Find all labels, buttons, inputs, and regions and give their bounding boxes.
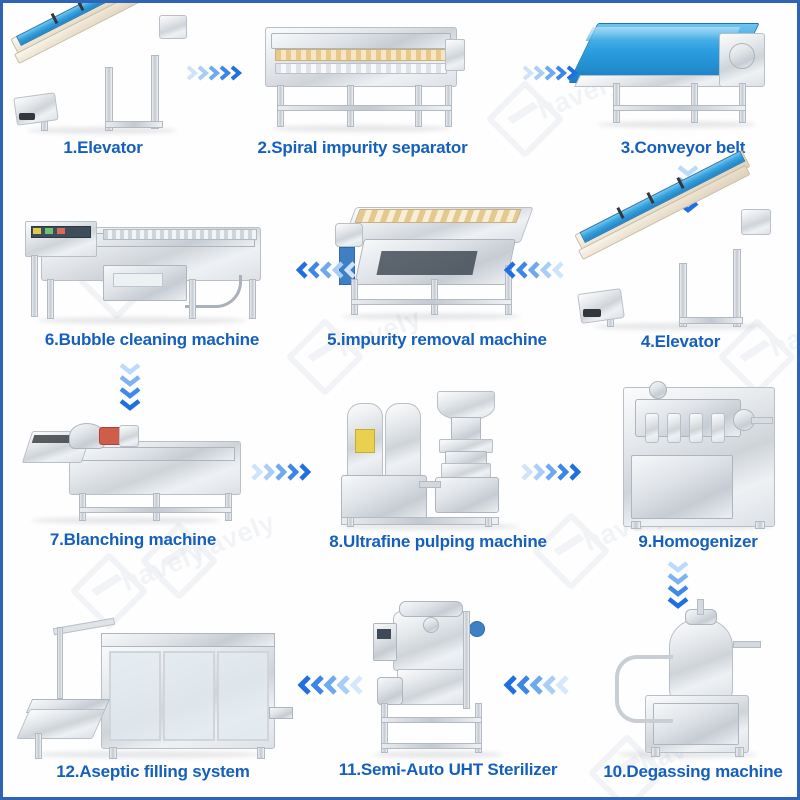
step-label-5: 5.impurity removal machine	[327, 330, 547, 349]
arrow-9-to-10	[663, 559, 693, 615]
machine-image-homogenizer	[603, 371, 793, 553]
step-label-1: 1.Elevator	[63, 138, 143, 157]
machine-image-inclined-belt-elevator	[10, 3, 193, 159]
chevron-left-icon	[295, 261, 356, 279]
chevron-right-icon	[522, 65, 579, 81]
step-label-2: 2.Spiral impurity separator	[257, 138, 468, 157]
step-label-7: 7.Blanching machine	[49, 530, 217, 549]
machine-image-spiral-impurity-separator	[255, 9, 470, 159]
step-label-3: 3.Conveyor belt	[620, 138, 746, 157]
machine-image-bubble-cleaning-machine	[17, 203, 287, 353]
step-card-9[interactable]: 9.Homogenizer	[603, 371, 793, 553]
step-card-2[interactable]: 2.Spiral impurity separator	[255, 9, 470, 159]
chevron-left-icon	[297, 675, 363, 695]
chevron-down-icon	[119, 363, 141, 411]
arrow-2-to-3	[521, 61, 583, 85]
chevron-right-icon	[251, 463, 312, 481]
step-label-12: 12.Aseptic filling system	[56, 762, 250, 781]
step-card-5[interactable]: 5.impurity removal machine	[321, 195, 553, 353]
machine-image-flat-conveyor-belt	[568, 9, 793, 159]
arrow-11-to-12	[297, 671, 371, 699]
step-label-9: 9.Homogenizer	[638, 532, 758, 551]
step-card-3[interactable]: 3.Conveyor belt	[568, 9, 793, 159]
step-label-6: 6.Bubble cleaning machine	[44, 330, 260, 349]
step-card-8[interactable]: 8.Ultrafine pulping machine	[313, 381, 563, 553]
machine-image-blanching-machine	[13, 401, 253, 553]
chevron-right-icon	[186, 65, 243, 81]
step-card-10[interactable]: 10.Degassing machine	[593, 595, 793, 783]
arrow-8-to-9	[519, 459, 589, 485]
step-label-11: 11.Semi-Auto UHT Sterilizer	[338, 760, 558, 779]
machine-image-aseptic-filling-system	[13, 603, 293, 783]
chevron-right-icon	[521, 463, 582, 481]
step-label-10: 10.Degassing machine	[603, 762, 783, 781]
machine-image-inclined-belt-elevator	[573, 149, 788, 353]
arrow-6-to-7	[115, 361, 145, 417]
chevron-left-icon	[503, 675, 569, 695]
machine-image-ultrafine-pulping-machine	[313, 381, 563, 553]
arrow-7-to-8	[249, 459, 319, 485]
machine-image-impurity-removal-machine	[321, 195, 553, 353]
step-card-7[interactable]: 7.Blanching machine	[13, 401, 253, 553]
step-card-4[interactable]: 4.Elevator	[573, 149, 788, 353]
step-label-4: 4.Elevator	[640, 332, 721, 351]
step-label-8: 8.Ultrafine pulping machine	[329, 532, 547, 551]
watermark-logo-icon	[485, 79, 565, 159]
arrow-5-to-6	[295, 257, 365, 283]
step-card-12[interactable]: 12.Aseptic filling system	[13, 603, 293, 783]
step-card-11[interactable]: 11.Semi-Auto UHT Sterilizer	[333, 593, 563, 783]
step-card-1[interactable]: 1.Elevator	[10, 3, 193, 159]
arrow-4-to-5	[503, 257, 573, 283]
machine-image-degassing-machine	[593, 595, 793, 783]
chevron-left-icon	[503, 261, 564, 279]
arrow-10-to-11	[503, 671, 577, 699]
step-card-6[interactable]: 6.Bubble cleaning machine	[17, 203, 287, 353]
machine-image-semi-auto-uht-sterilizer	[333, 593, 563, 783]
arrow-1-to-2	[185, 61, 247, 85]
chevron-down-icon	[667, 561, 689, 609]
